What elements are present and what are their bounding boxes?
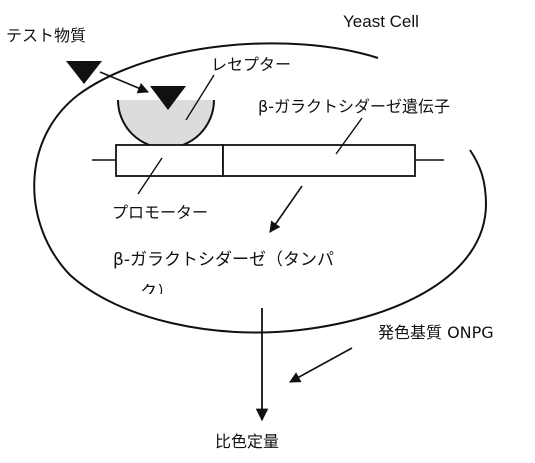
gene-box <box>223 145 415 176</box>
cell-title: Yeast Cell <box>343 13 419 30</box>
promoter-box <box>116 145 223 176</box>
label-test-substance: テスト物質 <box>6 28 86 44</box>
label-measurement: 比色定量 <box>215 434 279 450</box>
cell-membrane <box>34 43 486 332</box>
binding-arrow <box>100 72 148 92</box>
label-gene: β-ガラクトシダーゼ遺伝子 <box>258 99 450 115</box>
label-substrate: 発色基質 ONPG <box>378 325 494 341</box>
label-promoter: プロモーター <box>112 205 208 221</box>
label-protein-line1: β-ガラクトシダーゼ（タンパ <box>113 252 334 269</box>
substrate-arrow <box>290 348 352 382</box>
label-protein-line2: ク） <box>140 284 174 294</box>
test-substance-triangle-outside <box>66 61 102 84</box>
expression-arrow <box>270 186 302 232</box>
label-receptor: レセプター <box>211 57 291 73</box>
